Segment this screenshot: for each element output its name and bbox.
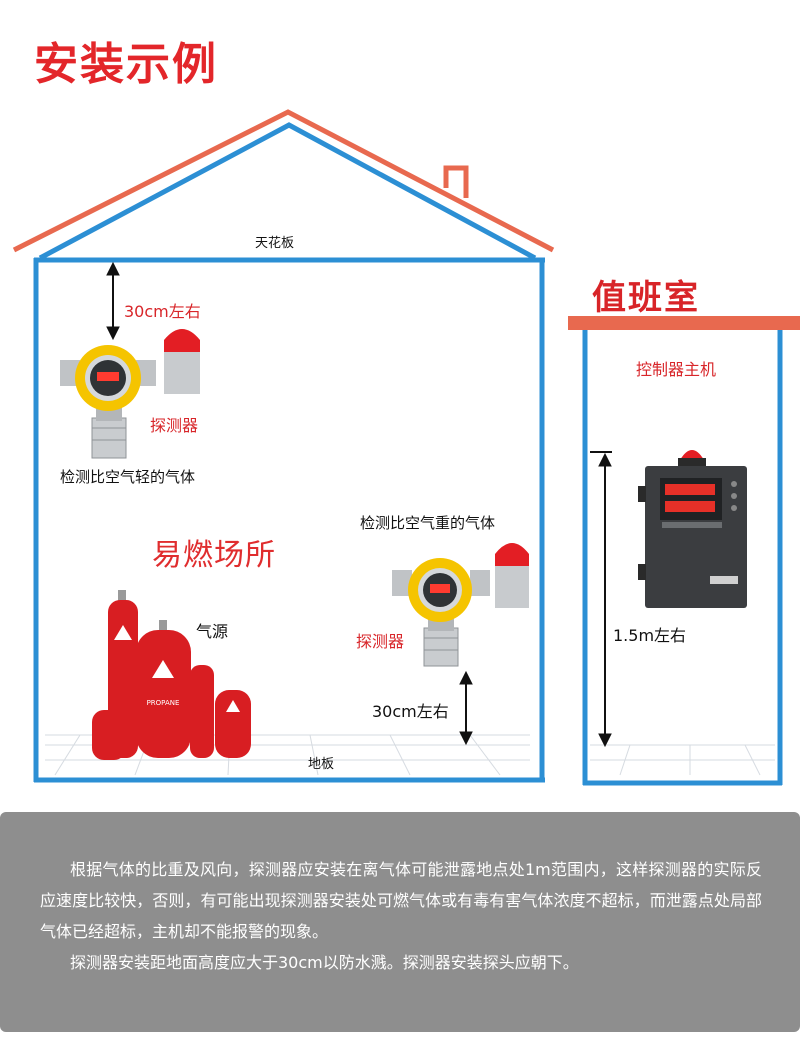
info-panel	[0, 812, 800, 1032]
height-arrow	[590, 451, 612, 748]
info-paragraph-2: 探测器安装距地面高度应大于30cm以防水溅。探测器安装探头应朝下。	[70, 953, 579, 972]
page-title: 安装示例	[34, 39, 218, 90]
roof-inner	[38, 122, 537, 261]
info-paragraph-1: 根据气体的比重及风向，探测器应安装在离气体可能泄露地点处1m范围内，这样探测器的…	[40, 860, 762, 941]
duty-floor-grid	[590, 744, 775, 776]
detector-label-light: 探测器	[150, 416, 199, 435]
controller-label: 控制器主机	[636, 360, 717, 379]
info-text: 根据气体的比重及风向，探测器应安装在离气体可能泄露地点处1m范围内，这样探测器的…	[40, 854, 762, 978]
gas-source-label: 气源	[196, 622, 229, 641]
distance-arrow-top	[106, 261, 120, 341]
distance-arrow-bottom	[459, 670, 473, 746]
duty-room-roof	[568, 316, 800, 330]
duty-room-title: 值班室	[592, 278, 700, 318]
height-label: 1.5m左右	[613, 626, 687, 645]
caption-heavy-gas: 检测比空气重的气体	[360, 514, 496, 532]
distance-label-top: 30cm左右	[124, 302, 201, 321]
ceiling-label: 天花板	[255, 236, 295, 251]
zone-label: 易燃场所	[152, 538, 276, 573]
roof-outer	[12, 109, 555, 253]
gas-cylinders-icon: PROPANE	[92, 590, 251, 760]
installation-diagram: PROPANE	[12, 109, 800, 786]
detector-label-heavy: 探测器	[356, 632, 405, 651]
propane-text: PROPANE	[147, 699, 180, 707]
controller-host-icon	[638, 450, 747, 608]
chimney	[443, 165, 469, 198]
detector-light-icon	[60, 329, 200, 459]
floor-label: 地板	[308, 757, 335, 772]
detector-heavy-icon	[392, 543, 529, 667]
caption-light-gas: 检测比空气轻的气体	[60, 468, 196, 486]
distance-label-bottom: 30cm左右	[372, 702, 449, 721]
